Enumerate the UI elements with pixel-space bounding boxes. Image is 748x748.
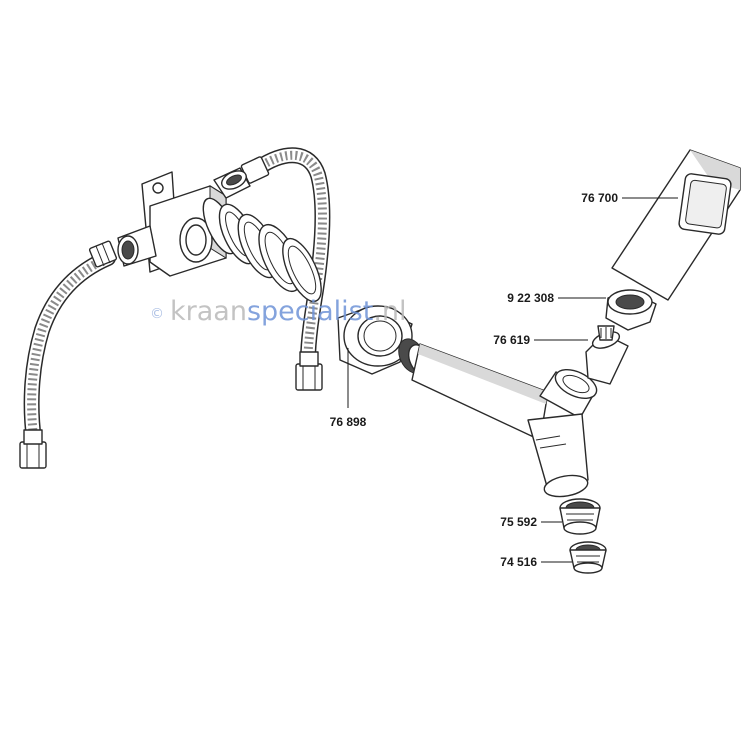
label-76700: 76 700 — [581, 191, 618, 205]
label-74516: 74 516 — [500, 555, 537, 569]
cover-housing-part — [611, 149, 741, 301]
watermark-text-before: kraan — [170, 296, 247, 327]
aerator-insert-part — [569, 541, 607, 574]
cartridge-part — [585, 325, 629, 385]
seal-rings — [202, 197, 322, 303]
label-922308: 9 22 308 — [507, 291, 554, 305]
watermark-copyright: © — [150, 306, 164, 322]
right-braided-hose — [240, 147, 331, 391]
watermark-text-accent: specialist — [247, 296, 373, 327]
label-76619: 76 619 — [493, 333, 530, 347]
wall-rosette-part — [337, 305, 413, 375]
left-braided-hose — [19, 240, 118, 469]
watermark-text-after: .nl — [373, 296, 406, 327]
label-76898: 76 898 — [330, 415, 367, 429]
aerator-part — [559, 498, 601, 535]
watermark: © kraanspecialist.nl — [150, 296, 407, 327]
part-labels: 76 700 9 22 308 76 619 76 898 75 592 74 … — [330, 191, 619, 569]
leader-lines — [347, 197, 678, 563]
watermark-text: kraanspecialist.nl — [170, 296, 407, 327]
spout-body — [398, 338, 598, 498]
label-75592: 75 592 — [500, 515, 537, 529]
adapter-ring-part — [605, 289, 657, 331]
